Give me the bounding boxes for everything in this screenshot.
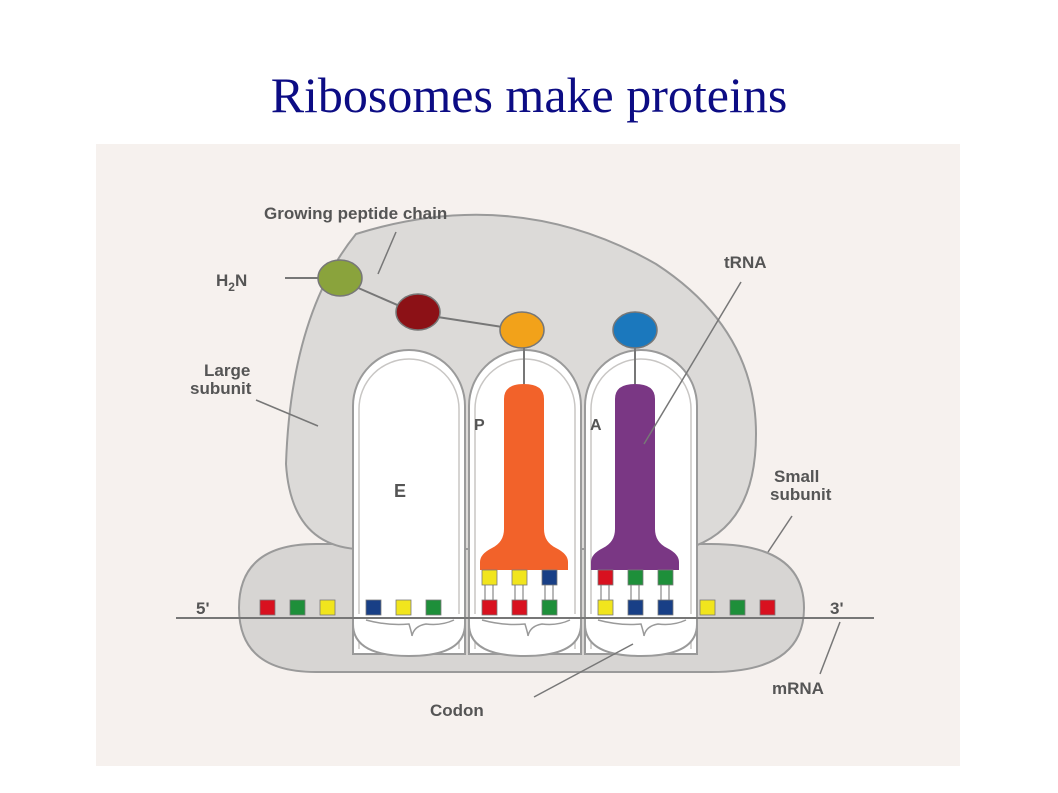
trna-label: tRNA: [724, 253, 767, 272]
mrna-base: [759, 599, 776, 616]
anticodon-a: [597, 569, 674, 586]
anticodon-base: [597, 569, 614, 586]
codon-pointer: [533, 643, 634, 698]
mrna-base: [699, 599, 716, 616]
anticodon-base: [541, 569, 558, 586]
trna-p: [480, 384, 568, 570]
mrna-base: [365, 599, 382, 616]
a-site-label: A: [590, 417, 602, 434]
amino-acid-1: [317, 259, 363, 297]
amino-acid-4: [612, 311, 658, 349]
mrna-base: [657, 599, 674, 616]
anticodon-p: [481, 569, 558, 586]
three-prime-label: 3': [830, 599, 844, 618]
trna-a: [591, 384, 679, 570]
growing-chain-label: Growing peptide chain: [264, 204, 447, 223]
growing-chain-pointer: [377, 231, 397, 275]
five-prime-label: 5': [196, 599, 210, 618]
mrna-base: [627, 599, 644, 616]
anticodon-base: [657, 569, 674, 586]
amino-acid-2: [395, 293, 441, 331]
mrna-base: [289, 599, 306, 616]
trna-pointer: [643, 281, 742, 445]
mrna-base: [425, 599, 442, 616]
e-site-label: E: [394, 481, 406, 501]
anticodon-base: [627, 569, 644, 586]
ribosome-diagram: Growing peptide chain H2N tRNA Large sub…: [96, 144, 960, 766]
codon-brace-p: [481, 619, 571, 637]
mrna-label: mRNA: [772, 679, 824, 698]
mrna-pointer: [819, 621, 841, 675]
mrna-base: [481, 599, 498, 616]
large-subunit-label-1: Large: [204, 361, 250, 380]
small-subunit-pointer: [767, 515, 793, 553]
small-subunit-label-1: Small: [774, 467, 819, 486]
mrna-bases: [259, 599, 776, 616]
codon-label: Codon: [430, 701, 484, 720]
p-site-label: P: [474, 417, 485, 434]
mrna-base: [541, 599, 558, 616]
e-site: [352, 349, 466, 655]
base-pair-lines: [484, 585, 670, 600]
mrna-base: [729, 599, 746, 616]
slide-title: Ribosomes make proteins: [270, 67, 788, 123]
small-subunit-label-2: subunit: [770, 485, 832, 504]
mrna-base: [319, 599, 336, 616]
large-subunit-label-2: subunit: [190, 379, 252, 398]
h2n-label: H2N: [216, 271, 247, 294]
large-subunit-pointer: [255, 399, 319, 427]
codon-brace-e: [365, 619, 455, 637]
codon-brace-a: [597, 619, 687, 637]
anticodon-base: [481, 569, 498, 586]
mrna-base: [597, 599, 614, 616]
amino-acid-3: [499, 311, 545, 349]
mrna-base: [511, 599, 528, 616]
mrna-base: [395, 599, 412, 616]
anticodon-base: [511, 569, 528, 586]
mrna-base: [259, 599, 276, 616]
